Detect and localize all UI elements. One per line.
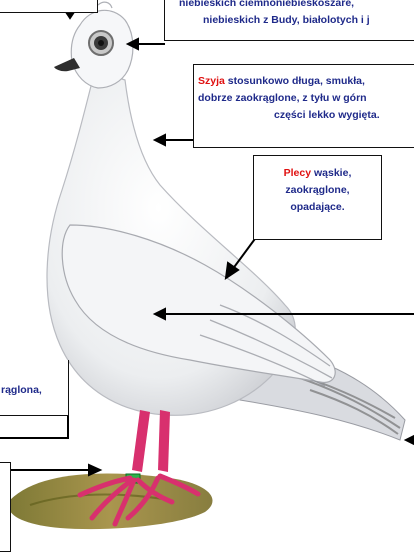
label-neck-term: Szyja	[198, 75, 225, 87]
label-back-line1: wąskie,	[311, 167, 351, 179]
label-neck-line3: części lekko wygięta.	[198, 107, 414, 124]
label-neck: Szyja stosunkowo długa, smukła, dobrze z…	[193, 64, 414, 148]
label-head-eyes: niebieskich ciemnoniebieskoszare, niebie…	[164, 0, 414, 41]
pigeon-leg-left	[132, 410, 150, 472]
label-top-left	[0, 0, 98, 13]
label-head-line1: niebieskich ciemnoniebieskoszare,	[179, 0, 414, 12]
label-back-term: Plecy	[284, 167, 311, 179]
label-neck-line2: dobrze zaokrąglone, z tyłu w górn	[198, 90, 414, 107]
label-feet	[0, 462, 11, 552]
pigeon-crest	[98, 2, 112, 8]
label-head-line2: niebieskich z Budy, białolotych i j	[179, 12, 414, 29]
label-back-line3: opadające.	[254, 199, 381, 216]
label-chest: rąglona,	[0, 360, 69, 416]
label-neck-line1: stosunkowo długa, smukła,	[225, 75, 365, 87]
pigeon-leg-right	[158, 410, 170, 472]
label-chest-line1: rąglona,	[1, 382, 68, 399]
label-back-line2: zaokrąglone,	[254, 182, 381, 199]
label-back: Plecy wąskie, zaokrąglone, opadające.	[253, 155, 382, 240]
